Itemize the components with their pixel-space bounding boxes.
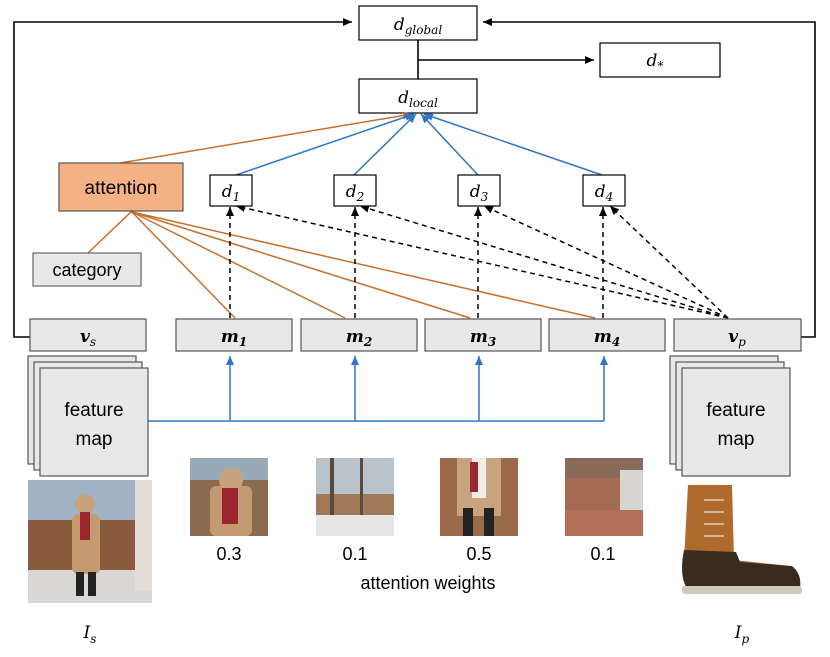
d1-node: d1 bbox=[209, 174, 253, 207]
m2-node: m2 bbox=[300, 318, 418, 352]
street-photo-main bbox=[28, 480, 152, 603]
m1-node: m1 bbox=[175, 318, 293, 352]
svg-text:m2: m2 bbox=[346, 327, 372, 349]
m3-to-attention bbox=[131, 211, 471, 319]
d3-node: d3 bbox=[457, 174, 501, 207]
svg-text:d4: d4 bbox=[595, 182, 614, 204]
d-local-node: dlocal bbox=[358, 78, 478, 114]
svg-text:feature: feature bbox=[64, 400, 123, 421]
weight-1: 0.3 bbox=[216, 544, 241, 564]
svg-text:d2: d2 bbox=[346, 182, 365, 204]
featuremap-to-m-edges bbox=[148, 356, 608, 422]
svg-text:feature: feature bbox=[706, 400, 765, 421]
d-star-node: d* bbox=[599, 42, 721, 78]
weight-2: 0.1 bbox=[342, 544, 367, 564]
svg-text:dlocal: dlocal bbox=[398, 88, 438, 110]
loop-lines bbox=[13, 18, 816, 338]
m3-node: m3 bbox=[424, 318, 542, 352]
svg-text:map: map bbox=[718, 429, 755, 450]
attention-edges bbox=[87, 111, 596, 319]
svg-text:category: category bbox=[52, 260, 121, 280]
category-node: category bbox=[32, 252, 142, 287]
m4-to-attention bbox=[131, 211, 596, 319]
d-global-node: dglobal bbox=[358, 5, 478, 41]
m1-to-attention bbox=[131, 211, 236, 319]
svg-text:map: map bbox=[76, 429, 113, 450]
d4-node: d4 bbox=[582, 174, 626, 207]
image-label-Ip: Ip bbox=[734, 623, 750, 646]
svg-text:m3: m3 bbox=[470, 327, 496, 349]
attention-to-dlocal bbox=[119, 111, 413, 164]
vp-to-dglobal-line bbox=[483, 18, 816, 338]
dashed-edges bbox=[226, 204, 729, 319]
svg-text:vs: vs bbox=[80, 327, 96, 349]
d2-node: d2 bbox=[333, 174, 377, 207]
weight-4: 0.1 bbox=[590, 544, 615, 564]
svg-text:d3: d3 bbox=[470, 182, 489, 204]
crop-photo-4 bbox=[565, 458, 643, 536]
weight-3: 0.5 bbox=[466, 544, 491, 564]
vs-to-dglobal-line bbox=[13, 18, 352, 338]
attention-node: attention bbox=[58, 162, 184, 212]
svg-text:attention: attention bbox=[85, 178, 158, 199]
feature-map-left: feature map bbox=[27, 355, 149, 477]
svg-text:m4: m4 bbox=[594, 327, 620, 349]
svg-text:d*: d* bbox=[647, 51, 664, 73]
feature-map-right: feature map bbox=[669, 355, 791, 477]
weights-caption: attention weights bbox=[360, 573, 495, 593]
svg-text:m1: m1 bbox=[221, 327, 247, 349]
vp-node: vp bbox=[673, 318, 802, 352]
m4-node: m4 bbox=[548, 318, 666, 352]
image-label-Is: Is bbox=[83, 623, 97, 646]
category-to-attention bbox=[87, 210, 133, 254]
svg-text:d1: d1 bbox=[222, 182, 241, 204]
crop-photo-1 bbox=[190, 458, 268, 536]
boot-photo bbox=[682, 485, 802, 594]
m2-to-attention bbox=[131, 211, 346, 319]
crop-photo-3 bbox=[440, 458, 518, 536]
vs-node: vs bbox=[29, 318, 147, 352]
svg-text:vp: vp bbox=[728, 327, 746, 349]
weight-labels: 0.3 0.1 0.5 0.1 bbox=[216, 544, 615, 564]
svg-text:dglobal: dglobal bbox=[394, 15, 442, 37]
d-to-dlocal-edges bbox=[235, 113, 603, 176]
crop-photo-2 bbox=[316, 458, 394, 536]
